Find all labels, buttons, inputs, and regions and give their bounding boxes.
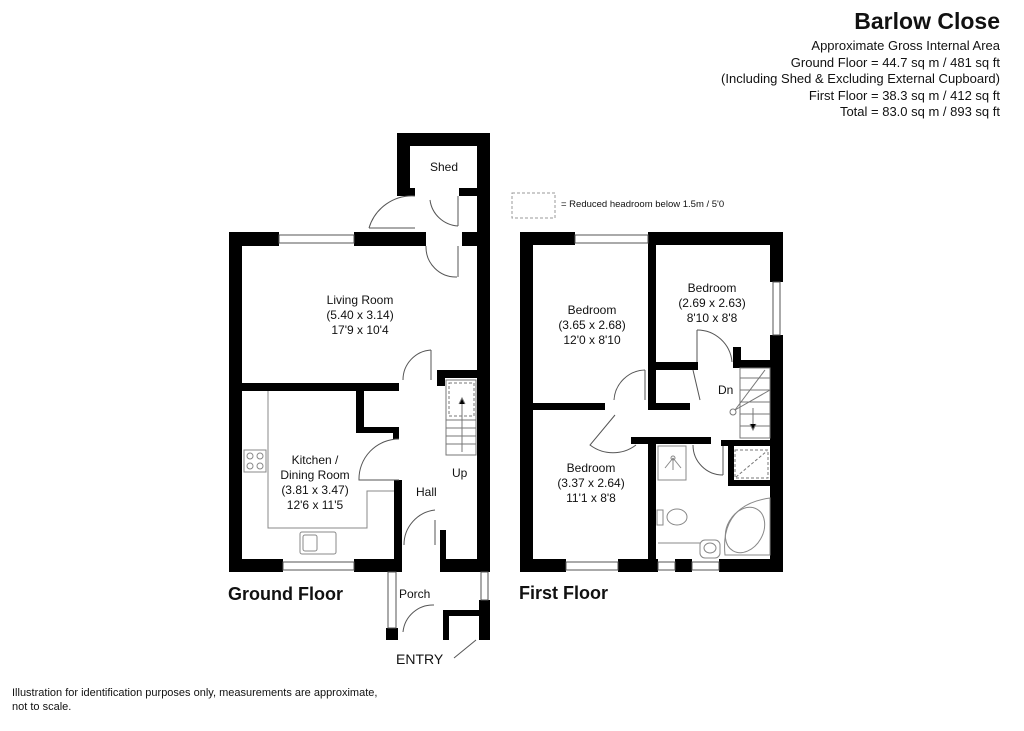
room-imperial: 11'1 x 8'8 — [566, 491, 616, 505]
stairs-down-label: Dn — [718, 383, 734, 397]
first-floor-label: First Floor — [519, 583, 608, 603]
room-label-bedroom-1: Bedroom (3.65 x 2.68) 12'0 x 8'10 — [542, 303, 642, 348]
room-name: Kitchen / — [291, 453, 339, 467]
room-label-porch: Porch — [399, 587, 431, 601]
area-note: (Including Shed & Excluding External Cup… — [721, 71, 1000, 86]
reduced-headroom-legend-text: = Reduced headroom below 1.5m / 5'0 — [561, 199, 725, 210]
area-heading: Approximate Gross Internal Area — [811, 38, 1000, 53]
area-first-floor: First Floor = 38.3 sq m / 412 sq ft — [808, 87, 1000, 103]
disclaimer-line-2: not to scale. — [12, 701, 72, 713]
entry-label: ENTRY — [396, 651, 444, 667]
room-label-hall: Hall — [416, 485, 437, 499]
disclaimer-line-1: Illustration for identification purposes… — [12, 687, 378, 699]
room-name: Bedroom — [566, 461, 616, 475]
wall — [397, 133, 490, 146]
room-name: Bedroom — [567, 303, 617, 317]
reduced-headroom-legend-swatch — [511, 192, 556, 219]
room-label-living-room: Living Room (5.40 x 3.14) 17'9 x 10'4 — [300, 293, 420, 338]
room-label-shed: Shed — [430, 160, 459, 174]
room-metric: (3.81 x 3.47) — [281, 483, 349, 497]
room-metric: (3.65 x 2.68) — [558, 318, 626, 332]
room-name: Living Room — [326, 293, 394, 307]
room-label-bedroom-2: Bedroom (2.69 x 2.63) 8'10 x 8'8 — [662, 281, 762, 326]
property-title: Barlow Close — [854, 8, 1000, 34]
room-metric: (2.69 x 2.63) — [678, 296, 746, 310]
area-total: Total = 83.0 sq m / 893 sq ft — [839, 104, 1000, 119]
area-summary: Approximate Gross Internal Area Ground F… — [721, 38, 1000, 121]
room-imperial: 17'9 x 10'4 — [331, 323, 389, 337]
room-name: Bedroom — [687, 281, 737, 295]
area-ground-floor: Ground Floor = 44.7 sq m / 481 sq ft — [790, 54, 1000, 70]
room-metric: (5.40 x 3.14) — [326, 308, 394, 322]
ground-floor-label: Ground Floor — [228, 584, 343, 604]
room-label-kitchen-dining: Kitchen / Dining Room (3.81 x 3.47) 12'6… — [265, 453, 365, 513]
room-imperial: 12'0 x 8'10 — [563, 333, 621, 347]
disclaimer: Illustration for identification purposes… — [12, 686, 377, 714]
room-name: Dining Room — [280, 468, 350, 482]
room-metric: (3.37 x 2.64) — [557, 476, 625, 490]
stairs-up-label: Up — [452, 466, 468, 480]
room-imperial: 8'10 x 8'8 — [686, 311, 738, 325]
room-label-bedroom-3: Bedroom (3.37 x 2.64) 11'1 x 8'8 — [541, 461, 641, 506]
room-imperial: 12'6 x 11'5 — [286, 498, 344, 512]
